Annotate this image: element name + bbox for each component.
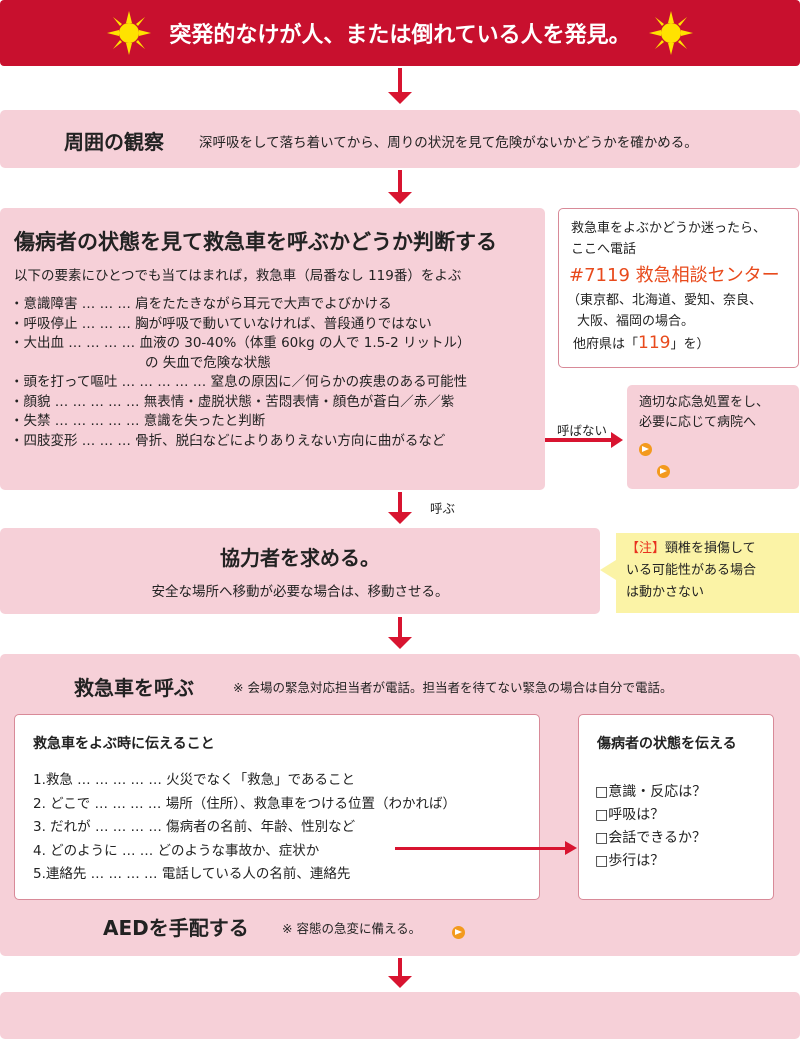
list-item: □会話できるか？ — [595, 830, 706, 846]
list-item: □歩行は？ — [595, 853, 665, 869]
connector-arrowhead — [565, 841, 577, 855]
observe-box: 周囲の観察 深呼吸をして落ち着いてから、周りの状況を見て危険がないかどうかを確か… — [0, 110, 800, 168]
tell-title: 救急車をよぶ時に伝えること — [33, 736, 215, 752]
down-arrow — [387, 68, 413, 104]
note-line1: 頸椎を損傷して — [665, 541, 756, 556]
list-item: ・四肢変形 … … … 骨折、脱臼などによりありえない方向に曲がるなど — [10, 432, 446, 449]
note-pointer — [600, 560, 616, 580]
list-item: 5.連絡先 … … … … 電話している人の名前、連絡先 — [33, 866, 351, 882]
note-line3: は動かさない — [626, 585, 705, 600]
list-item: ・頭を打って嘔吐 … … … … … 窒息の原因に／何らかの疾患のある可能性 — [10, 374, 468, 390]
list-item: □意識・反応は？ — [595, 784, 707, 800]
consult-box: 救急車をよぶかどうか迷ったら、 ここへ電話 #7119 救急相談センター （東京… — [558, 208, 799, 368]
note-line2: いる可能性がある場合 — [626, 563, 757, 578]
observe-title: 周囲の観察 — [64, 130, 164, 154]
ambulance-note: ※ 会場の緊急対応担当者が電話。担当者を待てない緊急の場合は自分で電話。 — [233, 680, 673, 695]
consult-other-suffix: 」を） — [670, 337, 710, 352]
ambulance-title: 救急車を呼ぶ — [74, 676, 194, 700]
list-item: ・顔貌 … … … … … 無表情・虚脱状態・苦悶表情・顔色が蒼白／赤／紫 — [10, 393, 455, 410]
consult-other-prefix: 他府県は「 — [573, 337, 639, 352]
down-arrow — [387, 170, 413, 204]
call-label: 呼ぶ — [430, 501, 456, 516]
first-aid-box: 適切な応急処置をし、 必要に応じて病院へ — [627, 385, 799, 489]
list-item: 2. どこで … … … … 場所（住所）、救急車をつける位置（わかれば） — [33, 795, 456, 812]
judge-title: 傷病者の状態を見て救急車を呼ぶかどうか判断する — [14, 230, 497, 254]
consult-other: 他府県は「119」を） — [573, 333, 709, 353]
judge-intro: 以下の要素にひとつでも当てはまれば，救急車（局番なし 119番）をよぶ — [14, 268, 462, 284]
list-item: 4. どのように … … どのような事故か、症状か — [33, 842, 320, 859]
consult-line2: ここへ電話 — [571, 242, 637, 257]
consult-number[interactable]: #7119 救急相談センター — [569, 265, 780, 286]
state-list: □意識・反応は？ □呼吸は？ □会話できるか？ □歩行は？ — [595, 781, 706, 873]
link-arrow-icon[interactable] — [639, 443, 652, 456]
first-aid-line1: 適切な応急処置をし、 — [639, 395, 770, 410]
judge-list: ・意識障害 … … … 肩をたたきながら耳元で大声でよびかける ・呼吸停止 … … — [10, 295, 470, 451]
header-banner: 突発的なけが人、または倒れている人を発見。 — [0, 0, 800, 66]
helpers-title: 協力者を求める。 — [220, 546, 380, 570]
list-item: ・意識障害 … … … 肩をたたきながら耳元で大声でよびかける — [10, 296, 392, 312]
ambulance-box: 救急車を呼ぶ ※ 会場の緊急対応担当者が電話。担当者を待てない緊急の場合は自分で… — [0, 654, 800, 956]
list-item: ・大出血 … … … … 血液の 30-40%（体重 60kg の人で 1.5-… — [10, 335, 471, 351]
consult-areas2: 大阪、福岡の場合。 — [577, 314, 695, 329]
aed-note: ※ 容態の急変に備える。 — [282, 921, 422, 936]
down-arrow — [387, 617, 413, 649]
observe-text: 深呼吸をして落ち着いてから、周りの状況を見て危険がないかどうかを確かめる。 — [199, 135, 698, 151]
tell-list: 1.救急 … … … … … 火災でなく「救急」であること 2. どこで … …… — [33, 769, 456, 887]
link-arrow-icon[interactable] — [452, 926, 465, 939]
consult-areas1: （東京都、北海道、愛知、奈良、 — [567, 293, 763, 308]
first-aid-line2: 必要に応じて病院へ — [639, 415, 757, 430]
sun-icon — [107, 11, 152, 55]
aed-title: AEDを手配する — [103, 916, 249, 940]
state-box: 傷病者の状態を伝える □意識・反応は？ □呼吸は？ □会話できるか？ □歩行は？ — [578, 714, 774, 900]
list-item: ・呼吸停止 … … … 胸が呼吸で動いていなければ、普段通りではない — [10, 315, 432, 332]
consult-line1: 救急車をよぶかどうか迷ったら、 — [571, 221, 767, 236]
list-item: ・失禁 … … … … … 意識を失ったと判断 — [10, 413, 266, 429]
down-arrow — [387, 492, 413, 524]
tell-box: 救急車をよぶ時に伝えること 1.救急 … … … … … 火災でなく「救急」であ… — [14, 714, 540, 900]
down-arrow — [387, 958, 413, 988]
next-step-box — [0, 992, 800, 1039]
sun-icon — [648, 11, 693, 55]
list-item: 1.救急 … … … … … 火災でなく「救急」であること — [33, 772, 355, 788]
state-title: 傷病者の状態を伝える — [597, 736, 737, 752]
helpers-box: 協力者を求める。 安全な場所へ移動が必要な場合は、移動させる。 — [0, 528, 600, 614]
list-item: □呼吸は？ — [595, 807, 665, 823]
helpers-text: 安全な場所へ移動が必要な場合は、移動させる。 — [151, 584, 449, 600]
no-call-label: 呼ばない — [557, 423, 608, 438]
connector-arrow — [395, 847, 565, 850]
list-item: の 失血で危険な状態 — [145, 354, 271, 371]
judge-box: 傷病者の状態を見て救急車を呼ぶかどうか判断する 以下の要素にひとつでも当てはまれ… — [0, 208, 545, 490]
list-item: 3. だれが … … … … 傷病者の名前、年齢、性別など — [33, 819, 356, 835]
link-arrow-icon[interactable] — [657, 465, 671, 478]
consult-other-number: 119 — [638, 333, 671, 353]
header-title: 突発的なけが人、または倒れている人を発見。 — [169, 23, 631, 48]
no-call-arrow: 呼ばない — [545, 418, 623, 448]
note-box: 【注】頸椎を損傷して いる可能性がある場合 は動かさない — [616, 533, 799, 613]
note-tag: 【注】 — [626, 541, 666, 556]
